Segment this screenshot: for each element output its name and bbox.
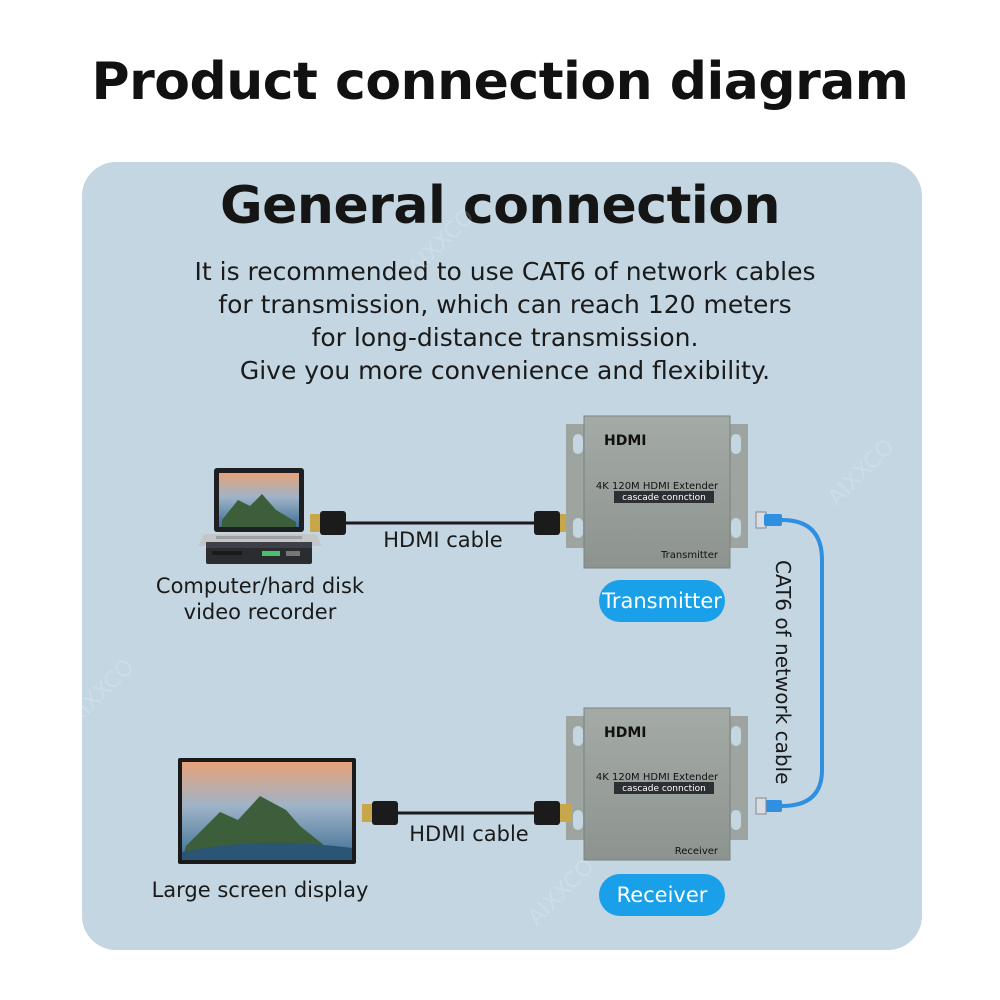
transmitter-pill: Transmitter (599, 580, 725, 622)
hdmi-cable-top-label: HDMI cable (383, 528, 503, 552)
description-line-2: for transmission, which can reach 120 me… (218, 290, 792, 319)
transmitter-mode-badge (614, 491, 714, 503)
description-line-1: It is recommended to use CAT6 of network… (194, 257, 816, 286)
source-label-line-2: video recorder (183, 600, 337, 624)
transmitter-hdmi-logo: HDMI (604, 433, 646, 449)
receiver-brand: HDMI (604, 725, 646, 741)
transmitter-model: 4K 120M HDMI Extender (596, 481, 719, 492)
transmitter-mode: cascade connction (622, 493, 706, 503)
source-device-label: Computer/hard disk video recorder (130, 573, 390, 625)
network-cable-label: CAT6 of network cable (771, 560, 795, 785)
receiver-pill: Receiver (599, 874, 725, 916)
hdmi-cable-bottom-label: HDMI cable (409, 822, 529, 846)
receiver-model: 4K 120M HDMI Extender (596, 772, 719, 783)
network-cable (755, 511, 824, 815)
panel-description: It is recommended to use CAT6 of network… (100, 255, 910, 387)
receiver-mode-badge (614, 782, 714, 794)
hdmi-cable-bottom (362, 801, 572, 825)
display-device-label: Large screen display (151, 878, 369, 902)
source-label-line-1: Computer/hard disk (155, 574, 365, 598)
description-line-3: for long-distance transmission. (311, 323, 699, 352)
page-title: Product connection diagram (91, 52, 910, 112)
panel-heading: General connection (219, 176, 781, 236)
large-display-icon (178, 758, 356, 864)
transmitter-role: Transmitter (660, 550, 719, 561)
receiver-role: Receiver (675, 846, 719, 857)
laptop-icon (198, 468, 322, 546)
receiver-mode: cascade connction (622, 784, 706, 794)
transmitter-brand: HDMI (604, 433, 646, 449)
video-recorder-icon (206, 542, 312, 564)
description-line-4: Give you more convenience and flexibilit… (239, 356, 771, 385)
receiver-hdmi-logo: HDMI (604, 725, 646, 741)
